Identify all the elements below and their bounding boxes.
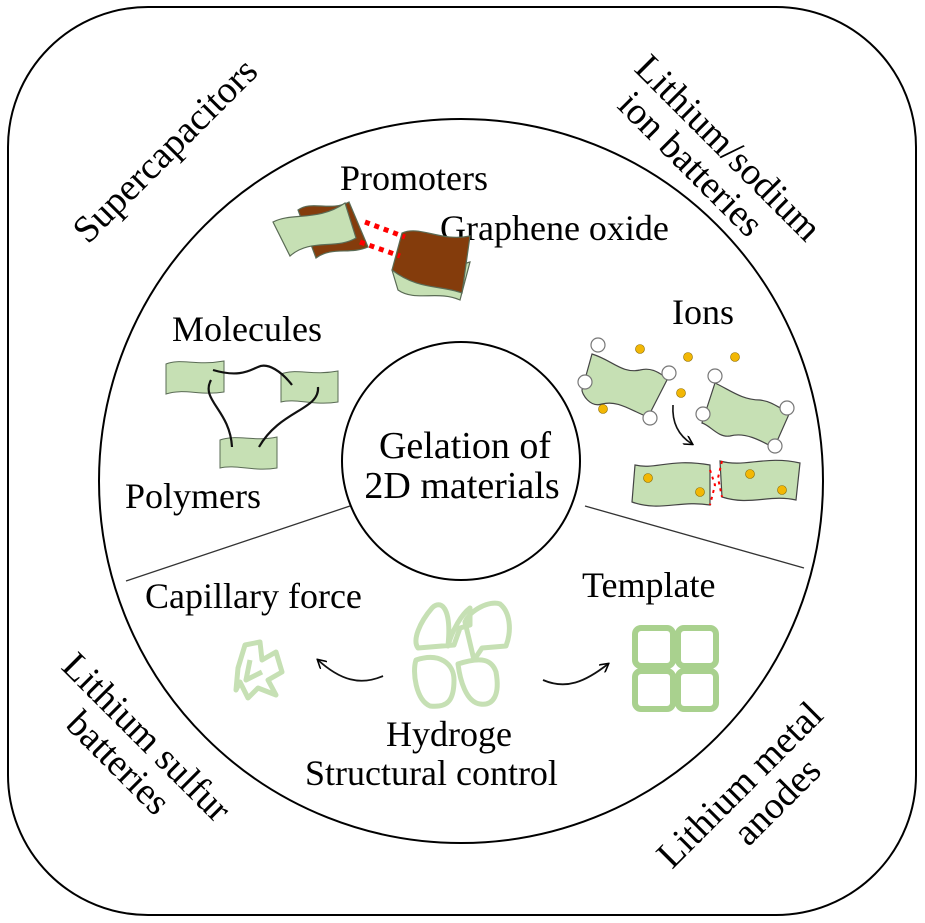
label-polymers: Polymers xyxy=(125,476,261,516)
center-circle xyxy=(341,341,581,581)
divider-right xyxy=(584,505,805,569)
molecule-linked-sheets-icon xyxy=(165,360,339,470)
label-supercapacitors: Supercapacitors xyxy=(65,50,266,251)
graphene-oxide-sheets-icon xyxy=(272,201,471,301)
label-lithium-metal: Lithium metal anodes xyxy=(649,694,832,877)
ion-crosslinked-sheets-icon xyxy=(577,337,801,507)
label-ions: Ions xyxy=(672,292,734,332)
label-lithium-sulfur: Lithium sulfur batteries xyxy=(54,645,240,831)
label-molecules: Molecules xyxy=(172,309,322,349)
center-title-line2: 2D materials xyxy=(364,465,559,507)
label-hydrogel: Hydroge xyxy=(386,714,512,754)
arrow-to-template-icon xyxy=(542,664,608,686)
arrow-to-capillary-icon xyxy=(318,660,384,682)
hydrogel-network-icon xyxy=(412,600,512,709)
mechanism-ring xyxy=(98,118,824,844)
crumpled-gel-icon xyxy=(233,639,285,701)
label-promoters: Promoters xyxy=(340,158,488,198)
label-capillary-force: Capillary force xyxy=(145,576,362,616)
center-title-line1: Gelation of xyxy=(379,425,551,467)
label-template: Template xyxy=(582,565,715,605)
label-graphene-oxide: Graphene oxide xyxy=(440,208,669,248)
outer-frame xyxy=(7,6,917,916)
divider-left xyxy=(125,505,351,582)
template-grid-icon xyxy=(632,625,719,712)
label-structural-control: Structural control xyxy=(305,753,558,793)
